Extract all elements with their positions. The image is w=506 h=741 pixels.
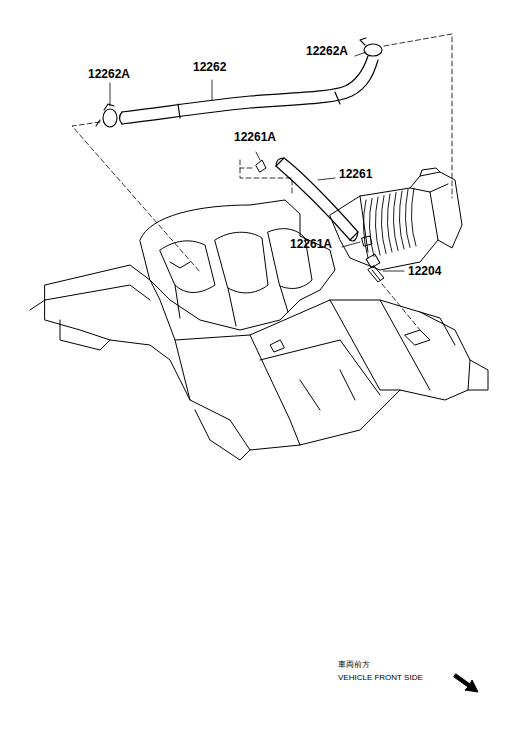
hose-clamp (256, 160, 372, 246)
callout-number: 12204 (408, 264, 441, 278)
callout-number: 12262A (88, 67, 130, 81)
bellows-rib (375, 197, 380, 255)
callout-number: 12262 (193, 60, 226, 74)
bellows-rib (405, 190, 410, 248)
bellows-rib (399, 191, 404, 249)
callout-number: 12261A (234, 130, 276, 144)
callout-number: 12262A (306, 44, 348, 58)
bellows-rib (393, 193, 398, 251)
bellows-rib (381, 196, 386, 254)
callout-number: 12261A (290, 237, 332, 251)
bellows-rib (411, 188, 416, 246)
callout-number: 12261 (339, 167, 372, 181)
direction-note: VEHICLE FRONT SIDE (338, 673, 423, 683)
throttle-body (330, 168, 462, 270)
hose-clamp (96, 38, 382, 127)
leader-line (110, 52, 404, 271)
air-duct-bellows (363, 188, 416, 258)
engine-block (30, 265, 488, 460)
bellows-rib (363, 200, 368, 258)
ventilation-hose (120, 56, 379, 124)
direction-arrow (454, 674, 478, 692)
direction-note: 車両前方 (338, 660, 370, 670)
bellows-rib (369, 199, 374, 257)
bellows-rib (387, 194, 392, 252)
